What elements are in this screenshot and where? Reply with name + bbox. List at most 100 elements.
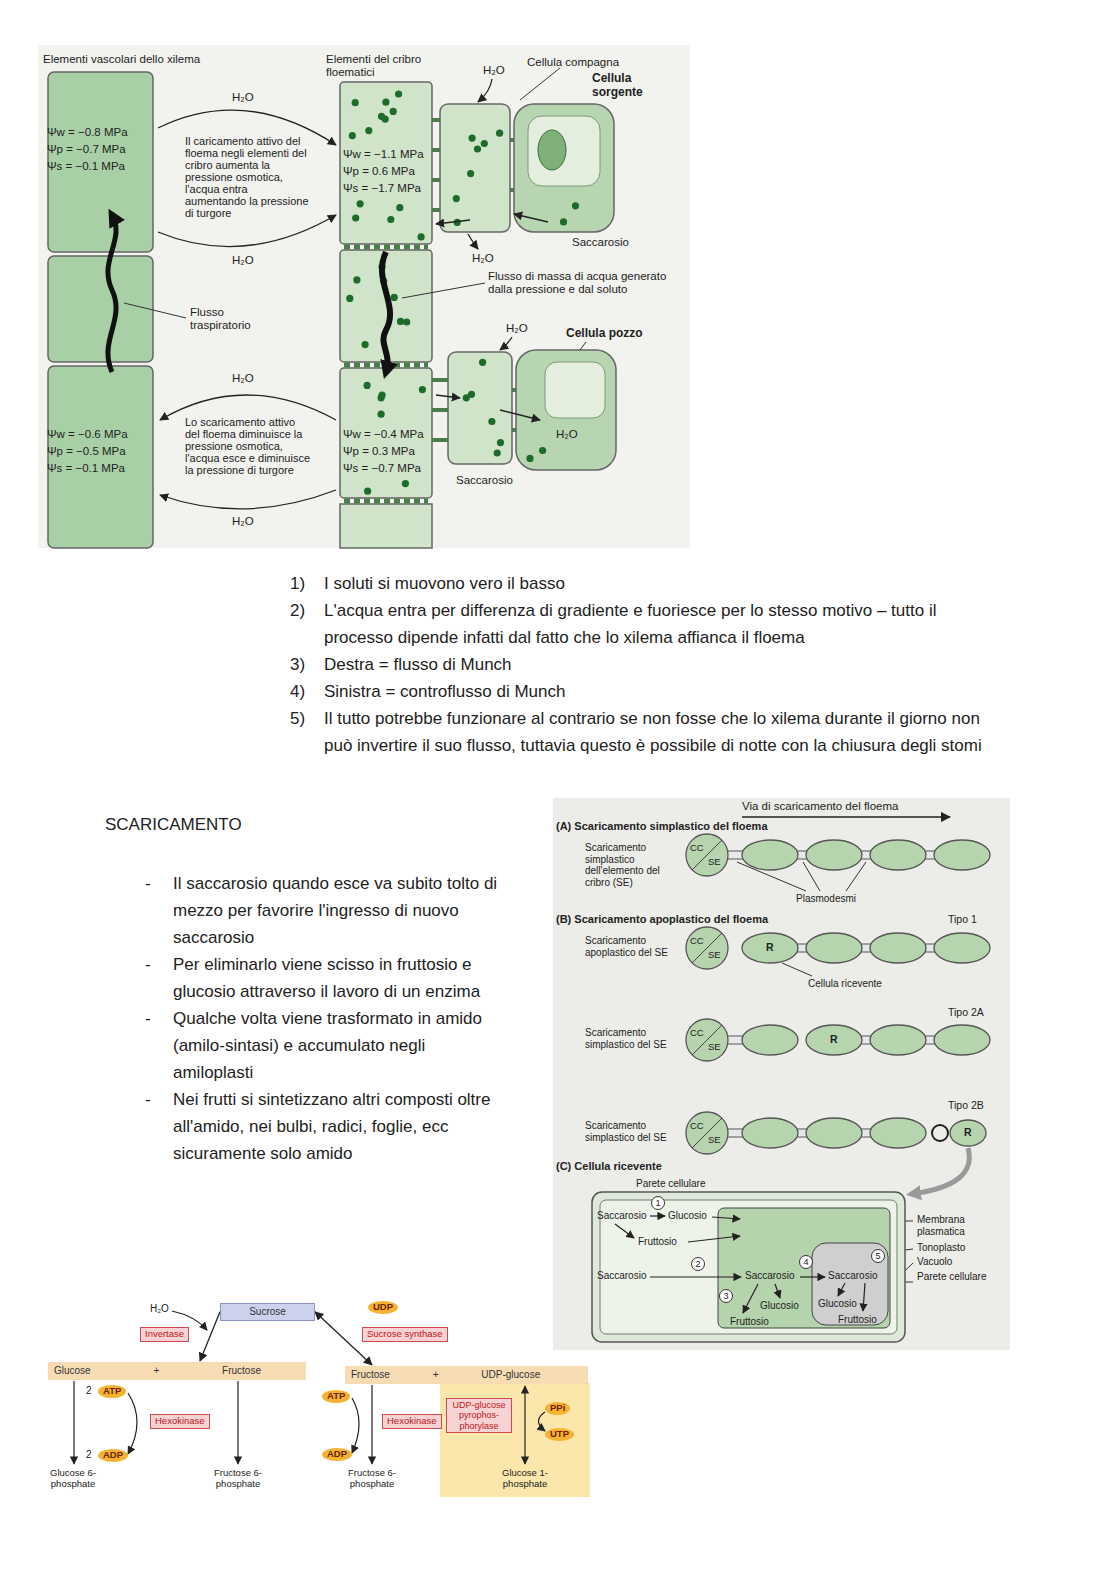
- label-text: Saccarosio: [572, 236, 629, 249]
- label-text: SE: [708, 950, 721, 961]
- ring: [932, 1125, 948, 1141]
- label-text: Tipo 1: [948, 913, 977, 925]
- label-text: SE: [708, 857, 721, 868]
- label-text: Il saccarosio quando esce va subito tolt…: [173, 870, 508, 951]
- figure-ground: [553, 798, 1010, 1350]
- product-band: Fructose + UDP-glucose: [345, 1366, 588, 1384]
- node-text: Sucrose synthase: [367, 1328, 443, 1339]
- label-text: Saccarosio: [828, 1270, 877, 1282]
- label-text: Membrana plasmatica: [917, 1214, 997, 1237]
- node-text: PPi: [550, 1402, 565, 1413]
- label-text: H₂O: [232, 91, 254, 104]
- label-text: I soluti si muovono vero il basso: [324, 570, 994, 597]
- cell: [686, 834, 990, 1154]
- reaction-arrow: [615, 1216, 865, 1313]
- label-text: Saccarosio: [456, 474, 513, 487]
- zoom-arrow: [912, 1148, 969, 1194]
- sieve-element: [340, 82, 432, 548]
- leader-line: [580, 342, 586, 350]
- label-text: Il tutto potrebbe funzionare al contrari…: [324, 705, 994, 759]
- enzyme-box: UDP-glucose pyrophos- phorylase: [446, 1398, 512, 1433]
- label-text: Ψp = 0.6 MPa: [343, 165, 415, 178]
- vacuole: [545, 362, 605, 418]
- label-text: R: [964, 1126, 972, 1138]
- label-text: Vacuolo: [917, 1256, 952, 1268]
- figure-ground: [38, 45, 690, 548]
- callout-circle: [652, 1197, 885, 1303]
- label-text: (C) Cellula ricevente: [556, 1160, 662, 1173]
- node-text: ADP: [327, 1448, 347, 1459]
- label-text: Ψs = −0.7 MPa: [343, 462, 421, 475]
- label-text: Elementi vascolari dello xilema: [43, 53, 283, 66]
- label-text: H₂O: [556, 428, 578, 441]
- reaction-arrow: [200, 1312, 220, 1361]
- divider-line: [692, 840, 722, 1148]
- label-text: R: [766, 941, 774, 953]
- node-text: ATP: [327, 1390, 345, 1401]
- label-text: H₂O: [232, 254, 254, 267]
- label-text: Ψs = −0.1 MPa: [47, 160, 125, 173]
- label-text: Glucosio: [668, 1210, 707, 1222]
- sink-cell: [516, 350, 616, 470]
- chloroplast: [538, 130, 566, 170]
- label-text: Scaricamento simplastico del SE: [585, 1027, 680, 1050]
- node-text: UTP: [550, 1428, 569, 1439]
- bullet-mark: -: [145, 951, 151, 978]
- cofactor-oval: UDP: [368, 1301, 398, 1314]
- node-text: UDP: [373, 1301, 393, 1312]
- label-text: Ψp = −0.5 MPa: [47, 445, 126, 458]
- label-text: Ψw = −0.8 MPa: [47, 126, 128, 139]
- mass-flow-arrow: [382, 252, 390, 372]
- label-text: SE: [708, 1042, 721, 1053]
- label-text: Scaricamento simplastico del SE: [585, 1120, 680, 1143]
- cofactor-oval: PPi: [545, 1402, 570, 1415]
- label-text: Cellula sorgente: [592, 72, 664, 100]
- node-text: ATP: [103, 1385, 121, 1396]
- bullet-mark: -: [145, 870, 151, 897]
- node-text: Invertase: [145, 1328, 184, 1339]
- transpiration-arrow: [108, 215, 116, 372]
- node-text: Sucrose: [249, 1306, 286, 1317]
- label-text: Tonoplasto: [917, 1242, 965, 1254]
- label-text: Tipo 2B: [948, 1099, 984, 1111]
- label-text: Qualche volta viene trasformato in amido…: [173, 1005, 508, 1086]
- list-number: 3): [290, 651, 305, 678]
- callout-number: 3: [720, 1290, 733, 1303]
- label-text: H₂O: [506, 322, 528, 335]
- label-text: Sinistra = controflusso di Munch: [324, 678, 994, 705]
- label-text: SE: [708, 1135, 721, 1146]
- label-text: Fructose 6-phosphate: [208, 1468, 268, 1490]
- label-text: Parete cellulare: [917, 1271, 997, 1283]
- label-text: (B) Scaricamento apoplastico del floema: [556, 913, 768, 926]
- label-text: Glucosio: [818, 1298, 857, 1310]
- label-text: Cellula ricevente: [808, 978, 882, 990]
- companion-cell: [440, 104, 510, 232]
- label-text: (A) Scaricamento simplastico del floema: [556, 820, 768, 833]
- label-text: Tipo 2A: [948, 1006, 984, 1018]
- node-text: Fructose + UDP-glucose: [351, 1369, 540, 1380]
- label-text: Ψp = 0.3 MPa: [343, 445, 415, 458]
- label-text: Fruttosio: [730, 1316, 769, 1328]
- sieve-plate: [344, 247, 428, 501]
- callout-number: 4: [800, 1256, 813, 1269]
- list-number: 1): [290, 570, 305, 597]
- leader-line: [520, 68, 560, 100]
- label-text: Ψw = −0.4 MPa: [343, 428, 424, 441]
- label-text: L'acqua entra per differenza di gradient…: [324, 597, 994, 651]
- label-text: Glucosio: [760, 1300, 799, 1312]
- node-text: Hexokinase: [155, 1415, 205, 1426]
- direction-arrow: [742, 816, 950, 818]
- section-heading: SCARICAMENTO: [105, 815, 242, 835]
- cell-wall: [592, 1192, 905, 1342]
- node-text: ADP: [103, 1449, 123, 1460]
- bullet-mark: -: [145, 1005, 151, 1032]
- label-text: Lo scaricamento attivo del floema diminu…: [185, 416, 310, 476]
- label-text: Il caricamento attivo del floema negli e…: [185, 135, 310, 219]
- leader-line: [402, 283, 485, 298]
- label-text: Via di scaricamento del floema: [742, 800, 898, 813]
- label-text: R: [830, 1033, 838, 1045]
- label-text: Scaricamento simplastico dell'elemento d…: [585, 842, 680, 888]
- xylem-vessel: [48, 72, 153, 548]
- label-text: Flusso di massa di acqua generato dalla …: [488, 270, 668, 296]
- label-text: CC: [690, 1121, 704, 1132]
